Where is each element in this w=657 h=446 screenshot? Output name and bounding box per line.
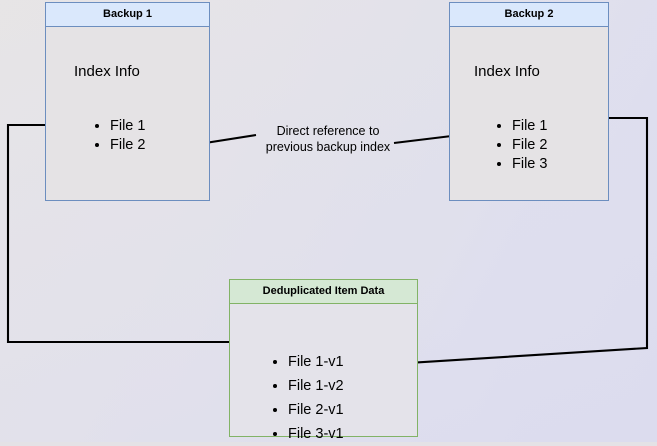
list-item: File 1-v1 (288, 350, 344, 374)
list-item: File 1-v2 (288, 374, 344, 398)
node-deduplicated-item-data[interactable]: Deduplicated Item Data File 1-v1 File 1-… (229, 279, 418, 442)
node-dedup-header: Deduplicated Item Data (230, 280, 417, 304)
node-backup-1-header: Backup 1 (46, 3, 209, 27)
dedup-file-list: File 1-v1 File 1-v2 File 2-v1 File 3-v1 (274, 350, 344, 446)
backup-1-file-list: File 1 File 2 (96, 117, 145, 155)
list-item: File 2 (110, 136, 145, 155)
list-item: File 3-v1 (288, 422, 344, 446)
backup-2-file-list: File 1 File 2 File 3 (498, 117, 547, 174)
edge-label-line-2: previous backup index (265, 140, 391, 154)
edge-label-line-1: Direct reference to (276, 124, 380, 138)
edge-label-direct-reference: Direct reference to previous backup inde… (248, 123, 408, 155)
node-backup-1[interactable]: Backup 1 Index Info File 1 File 2 (45, 2, 210, 201)
list-item: File 1 (110, 117, 145, 136)
list-item: File 3 (512, 155, 547, 174)
node-backup-2-header: Backup 2 (450, 3, 608, 27)
backup-2-index-info-label: Index Info (474, 63, 540, 80)
list-item: File 2 (512, 136, 547, 155)
backup-1-index-info-label: Index Info (74, 63, 140, 80)
node-backup-2-body: Index Info File 1 File 2 File 3 (450, 27, 608, 200)
list-item: File 2-v1 (288, 398, 344, 422)
node-backup-2[interactable]: Backup 2 Index Info File 1 File 2 File 3 (449, 2, 609, 201)
node-dedup-body: File 1-v1 File 1-v2 File 2-v1 File 3-v1 (230, 304, 417, 442)
list-item: File 1 (512, 117, 547, 136)
node-backup-1-body: Index Info File 1 File 2 (46, 27, 209, 200)
